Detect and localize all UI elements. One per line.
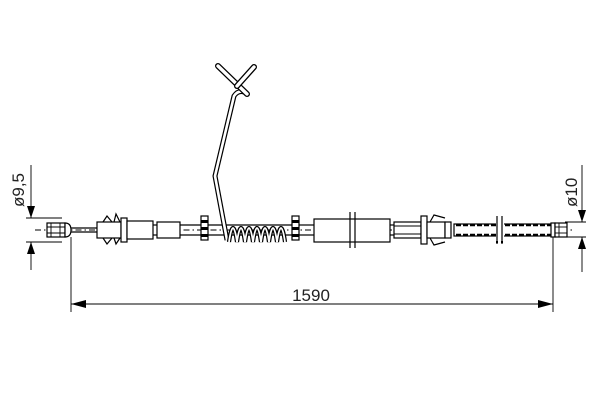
right-housing-with-clip xyxy=(393,214,452,246)
left-spring-clip xyxy=(200,215,209,241)
bent-mounting-bracket xyxy=(212,63,257,241)
right-spring-clip xyxy=(291,215,300,241)
right-end-nipple xyxy=(554,222,568,238)
left-outer-housing-with-clip xyxy=(96,212,181,246)
overall-length-dimension: 1590 xyxy=(70,237,554,312)
left-diameter-label: ø9,5 xyxy=(9,173,28,207)
right-diameter-label: ø10 xyxy=(562,178,581,207)
overall-length-label: 1590 xyxy=(292,286,330,305)
return-spring xyxy=(226,225,288,243)
ribbed-conduit xyxy=(453,216,556,244)
right-diameter-dimension: ø10 xyxy=(562,165,586,272)
left-end-nipple xyxy=(46,222,72,238)
left-diameter-dimension: ø9,5 xyxy=(9,165,62,270)
center-sleeve-break xyxy=(313,212,391,248)
